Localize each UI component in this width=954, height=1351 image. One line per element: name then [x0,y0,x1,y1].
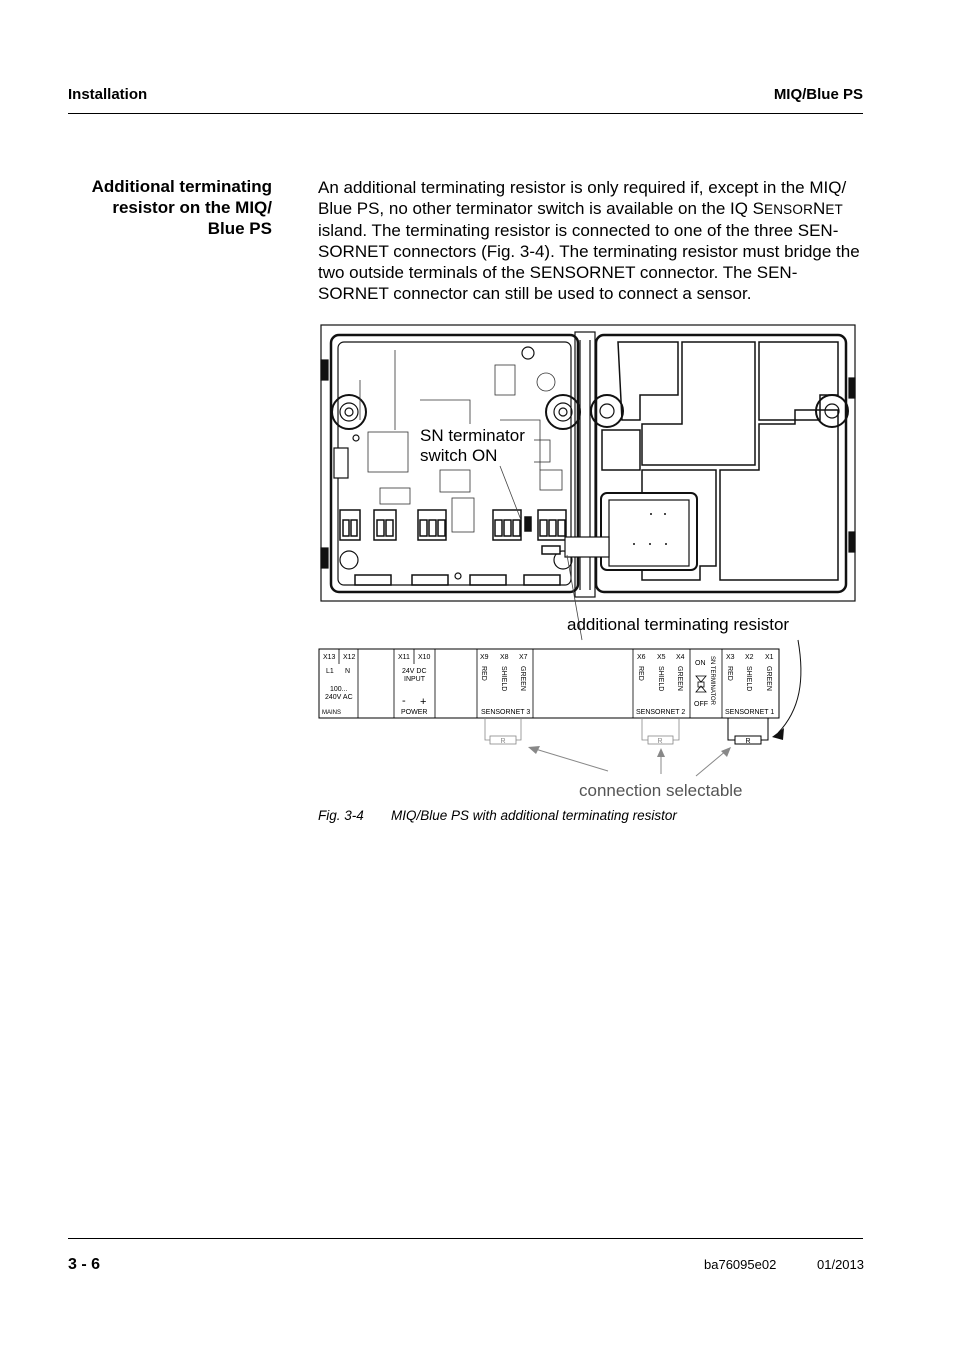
side-heading: Additional terminating resistor on the M… [68,176,272,239]
footer-page-number: 3 - 6 [68,1256,101,1273]
callout-switch-line1: SN terminator [420,426,525,445]
cable [564,536,610,558]
sn3-label: SENSORNET 3 [481,709,530,716]
sn1-label: SENSORNET 1 [725,709,774,716]
sensornet-ensor: ENSOR [764,202,814,217]
header-product: MIQ/Blue PS [773,86,863,103]
sn1-green: GREEN [765,666,772,691]
resistor-sn1: R [727,718,769,745]
callout-resistor: additional terminating resistor [567,615,789,634]
callout-selectable: connection selectable [579,781,743,800]
side-heading-line: Additional terminating [91,177,272,196]
power-x11: X11 [398,654,410,661]
sn2-label: SENSORNET 2 [636,709,685,716]
callout-switch-leader [499,465,522,521]
power-plus: + [420,696,426,708]
header-section: Installation [68,86,148,103]
body-paragraph: An additional terminating resistor is on… [318,177,863,304]
sn2-green: GREEN [676,666,683,691]
side-heading-line: resistor on the MIQ/ [112,198,272,217]
body-text-part: island. The terminating resistor is conn… [318,221,860,303]
callout-switch-line2: switch ON [420,446,497,465]
resistor-label: R [500,738,505,745]
sn3-x7: X7 [519,654,528,661]
mains-x13: X13 [323,654,336,661]
switch-on: ON [695,660,706,667]
resistor-label: R [657,738,662,745]
housing-outline [320,324,856,602]
sn3-green: GREEN [519,666,526,691]
sn3-red: RED [480,666,487,681]
footer-date: 01/2013 [817,1257,864,1272]
switch-off: OFF [694,701,708,708]
sensor-module-inner [608,499,690,567]
mains-l1: L1 [326,668,334,675]
footer-rule [68,1238,863,1239]
sn1-shield: SHIELD [745,666,752,691]
power-label: POWER [401,709,427,716]
power-minus: - [402,695,406,707]
resistor-sn3: R [484,718,522,745]
power-x10: X10 [418,654,431,661]
header-rule [68,113,863,114]
footer-doc-id: ba76095e02 [704,1257,777,1272]
resistor-label: R [745,738,750,745]
sn1-red: RED [726,666,733,681]
sn2-x5: X5 [657,654,666,661]
terminal-strip: X13 X12 L1 N 100... 240V AC MAINS X11 X1… [318,648,780,719]
mains-x12: X12 [343,654,356,661]
mains-label: MAINS [322,710,341,716]
sn3-shield: SHIELD [500,666,507,691]
sensornet-et: ET [825,202,843,217]
figure-caption: Fig. 3-4 MIQ/Blue PS with additional term… [318,808,677,823]
arrow-head [772,728,784,740]
caption-text: MIQ/Blue PS with additional terminating … [391,808,677,823]
resistor-sn2: R [641,718,680,745]
caption-number: Fig. 3-4 [318,808,364,823]
housing-drawing [320,324,856,602]
power-input2: INPUT [404,676,426,683]
sn3-x8: X8 [500,654,509,661]
sn2-x6: X6 [637,654,646,661]
mains-range1: 100... [330,686,348,693]
sn1-x3: X3 [726,654,735,661]
terminal-blocks [339,509,567,555]
switch-symbol [695,675,707,693]
sensornet-s: S [752,199,765,218]
sn1-x1: X1 [765,654,774,661]
sn2-x4: X4 [676,654,685,661]
sensor-module [600,492,698,571]
mains-n: N [345,668,350,675]
lid-housing [594,333,848,594]
body-text-part: An additional terminating resistor is on… [318,178,847,218]
callout-resistor-arrow [777,639,802,734]
mains-range2: 240V AC [325,694,353,701]
switch-label: SN TERMINATOR [709,656,715,706]
base-housing [329,333,580,594]
figure-3-4: SN terminator switch ON additional termi… [318,324,856,800]
selectable-arrows [528,746,731,777]
power-input1: 24V DC [402,668,427,675]
sn3-x9: X9 [480,654,489,661]
sensornet-n: N [813,199,826,218]
sn2-shield: SHIELD [657,666,664,691]
callout-resistor-photo-leader [566,554,583,641]
side-heading-line: Blue PS [207,219,272,238]
sn1-x2: X2 [745,654,754,661]
sn2-red: RED [637,666,644,681]
